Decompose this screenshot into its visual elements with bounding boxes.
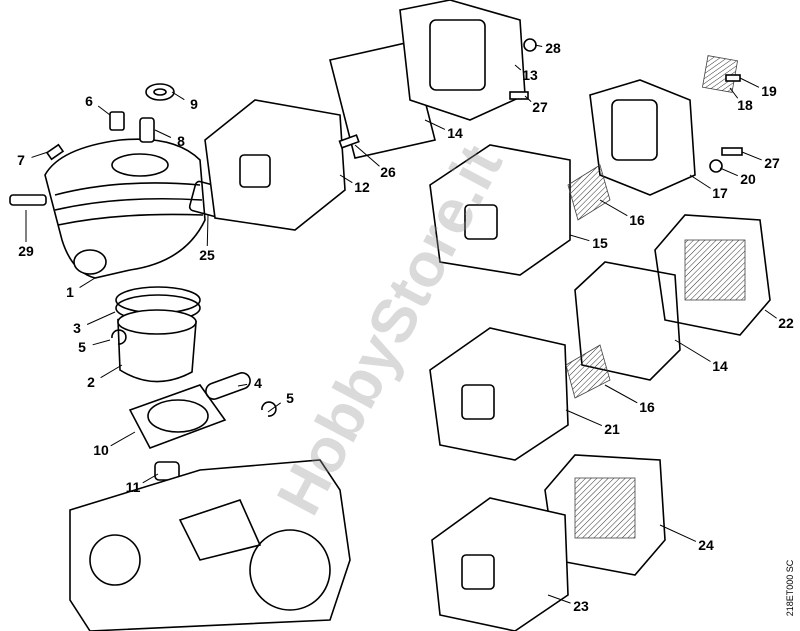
spark-plug [9, 194, 47, 206]
part-label-10: 10 [93, 442, 109, 458]
leader-line [599, 199, 628, 217]
drawing-code: 218ET000 SC [785, 559, 795, 617]
leader-line [719, 167, 738, 177]
screw-19 [725, 74, 741, 82]
screen-16b [565, 344, 611, 399]
part-label-3: 3 [73, 320, 81, 336]
part-label-26: 26 [380, 164, 396, 180]
part-label-25: 25 [199, 247, 215, 263]
screen-18 [701, 55, 739, 93]
part-label-7: 7 [17, 152, 25, 168]
part-label-24: 24 [698, 537, 714, 553]
leader-line [534, 44, 543, 48]
part-label-23: 23 [573, 598, 589, 614]
part-label-14: 14 [447, 125, 463, 141]
part-label-14: 14 [712, 358, 728, 374]
screw-27 [509, 91, 529, 100]
part-label-27: 27 [532, 99, 548, 115]
part-label-17: 17 [712, 185, 728, 201]
part-label-15: 15 [592, 235, 608, 251]
leader-line [565, 409, 603, 427]
part-label-19: 19 [761, 83, 777, 99]
part-label-20: 20 [740, 171, 756, 187]
muffler-15 [429, 144, 571, 276]
leader-line [100, 364, 123, 379]
leader-line [729, 87, 739, 99]
cover-24 [544, 454, 666, 576]
part-label-22: 22 [778, 315, 794, 331]
seal-9 [145, 83, 175, 101]
gasket-14 [329, 41, 436, 159]
piston [117, 309, 197, 383]
part-label-1: 1 [66, 284, 74, 300]
leader-line [110, 431, 136, 447]
screen-16 [567, 164, 611, 221]
part-label-5: 5 [78, 339, 86, 355]
muffler-12 [204, 99, 346, 231]
leader-line [764, 309, 777, 319]
part-label-16: 16 [629, 212, 645, 228]
leader-line [171, 91, 185, 101]
part-label-29: 29 [18, 243, 34, 259]
part-label-27: 27 [764, 155, 780, 171]
plug-6 [109, 111, 125, 131]
leader-line [424, 119, 446, 130]
part-label-16: 16 [639, 399, 655, 415]
leader-line [31, 151, 49, 158]
valve-8 [139, 117, 155, 143]
leader-line [206, 214, 209, 247]
part-label-8: 8 [177, 133, 185, 149]
part-label-18: 18 [737, 97, 753, 113]
screw-28 [523, 38, 537, 52]
cover-17 [589, 79, 696, 196]
part-label-4: 4 [254, 375, 262, 391]
part-label-2: 2 [87, 374, 95, 390]
leader-line [267, 402, 282, 413]
part-label-11: 11 [125, 479, 141, 495]
piston-pin [205, 372, 251, 400]
leader-line [674, 339, 711, 362]
screw-26 [338, 134, 360, 149]
washer-20 [709, 159, 723, 173]
part-label-13: 13 [522, 67, 538, 83]
leader-line [604, 384, 638, 404]
cover-22 [654, 214, 771, 336]
leader-line [739, 77, 760, 88]
leader-line [689, 174, 711, 189]
leader-line [92, 339, 111, 346]
circlip-5 [111, 329, 127, 345]
cylinder [44, 138, 206, 279]
screw-27b [721, 147, 743, 156]
leader-line [547, 594, 571, 604]
leader-line [569, 234, 590, 242]
part-label-21: 21 [604, 421, 620, 437]
leader-line [659, 524, 697, 542]
screw-7 [45, 143, 65, 161]
leader-line [142, 473, 159, 484]
leader-line [524, 95, 532, 103]
leader-line [86, 311, 116, 325]
leader-line [79, 277, 96, 289]
leader-line [97, 105, 111, 116]
part-label-28: 28 [545, 40, 561, 56]
leader-line [514, 64, 522, 71]
base-gasket [128, 384, 227, 449]
cover-13 [399, 0, 526, 121]
part-label-9: 9 [190, 96, 198, 112]
circlip-5b [261, 401, 277, 417]
part-label-5: 5 [286, 390, 294, 406]
part-label-12: 12 [354, 179, 370, 195]
muffler-21 [429, 327, 569, 461]
leader-line [354, 144, 380, 167]
crankcase [69, 459, 351, 631]
leader-line [237, 383, 248, 387]
leader-line [154, 129, 172, 138]
leader-line [741, 151, 762, 161]
part-label-6: 6 [85, 93, 93, 109]
muffler-23 [431, 497, 569, 631]
leader-line [339, 174, 353, 184]
